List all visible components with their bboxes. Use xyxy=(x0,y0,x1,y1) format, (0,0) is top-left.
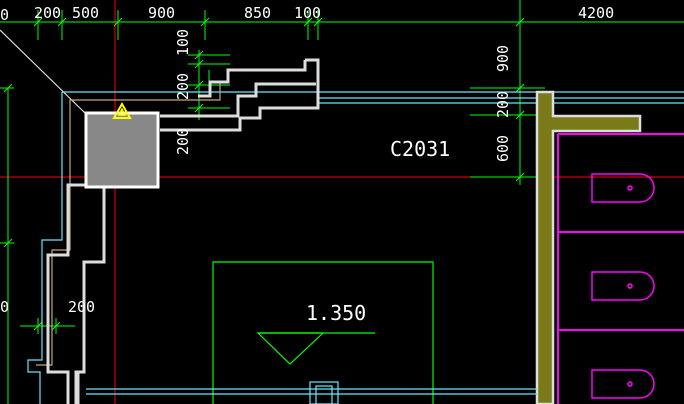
toilet-fixture-icon xyxy=(591,271,655,301)
dim-top-2: 500 xyxy=(72,4,99,22)
dim-vert-5: 200 xyxy=(494,91,512,118)
triangle-warning-icon xyxy=(112,101,132,119)
vertical-dimension-chain xyxy=(188,50,230,120)
window-label: C2031 xyxy=(390,137,450,161)
column xyxy=(84,111,160,189)
dim-left: 200 xyxy=(68,298,95,316)
dim-top-3: 900 xyxy=(148,4,175,22)
cyan-outline xyxy=(27,91,684,404)
wall-finish-line xyxy=(36,82,221,366)
wall-outline xyxy=(46,58,320,404)
top-dimension-chain xyxy=(0,0,684,40)
right-dimension-chain xyxy=(470,40,545,185)
dim-vert-3: 200 xyxy=(174,128,192,155)
dim-top-5: 100 xyxy=(294,4,321,22)
dimension-labels: 200 500 900 850 100 4200 100 200 200 900… xyxy=(0,4,614,316)
dim-top-6: 4200 xyxy=(578,4,614,22)
dim-vert-4: 900 xyxy=(494,45,512,72)
slab-opening xyxy=(212,261,434,404)
left-dimension-lines xyxy=(0,83,75,404)
dim-vert-2: 200 xyxy=(174,73,192,100)
sanitary-cubicles xyxy=(557,133,684,404)
left-edge-mark-top: 0 xyxy=(0,6,9,24)
toilet-fixture-icon xyxy=(591,173,655,203)
dim-top-4: 850 xyxy=(244,4,271,22)
dim-vert-6: 600 xyxy=(494,135,512,162)
left-edge-mark-side: 0 xyxy=(0,298,9,316)
dim-vert-1: 100 xyxy=(174,29,192,56)
toilet-fixture-icon xyxy=(591,369,655,399)
dim-top-1: 200 xyxy=(34,4,61,22)
diagonal-leader xyxy=(0,29,86,114)
elevation-value: 1.350 xyxy=(306,301,366,325)
partition-wall xyxy=(535,90,642,404)
bottom-lines xyxy=(86,381,537,404)
